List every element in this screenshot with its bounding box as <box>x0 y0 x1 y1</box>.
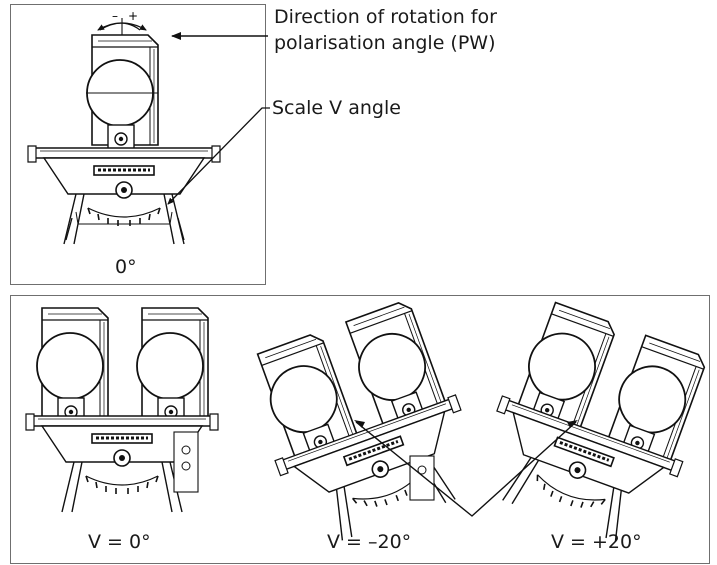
minus-mark: – <box>112 9 118 23</box>
caption-v0: V = 0° <box>88 531 151 553</box>
rotation-callout-line2: polarisation angle (PW) <box>274 32 496 54</box>
caption-v-minus20: V = –20° <box>327 531 412 553</box>
assembly-v0 <box>24 307 220 514</box>
assembly-v-plus20 <box>467 299 709 556</box>
top-mount-assembly: – + <box>26 9 222 246</box>
scale-callout: Scale V angle <box>272 97 401 119</box>
assembly-v-minus20-bracket <box>409 455 435 501</box>
rotation-callout-line1: Direction of rotation for <box>274 6 497 28</box>
plus-mark: + <box>128 9 138 23</box>
caption-v-plus20: V = +20° <box>551 531 642 553</box>
top-caption: 0° <box>115 256 137 278</box>
